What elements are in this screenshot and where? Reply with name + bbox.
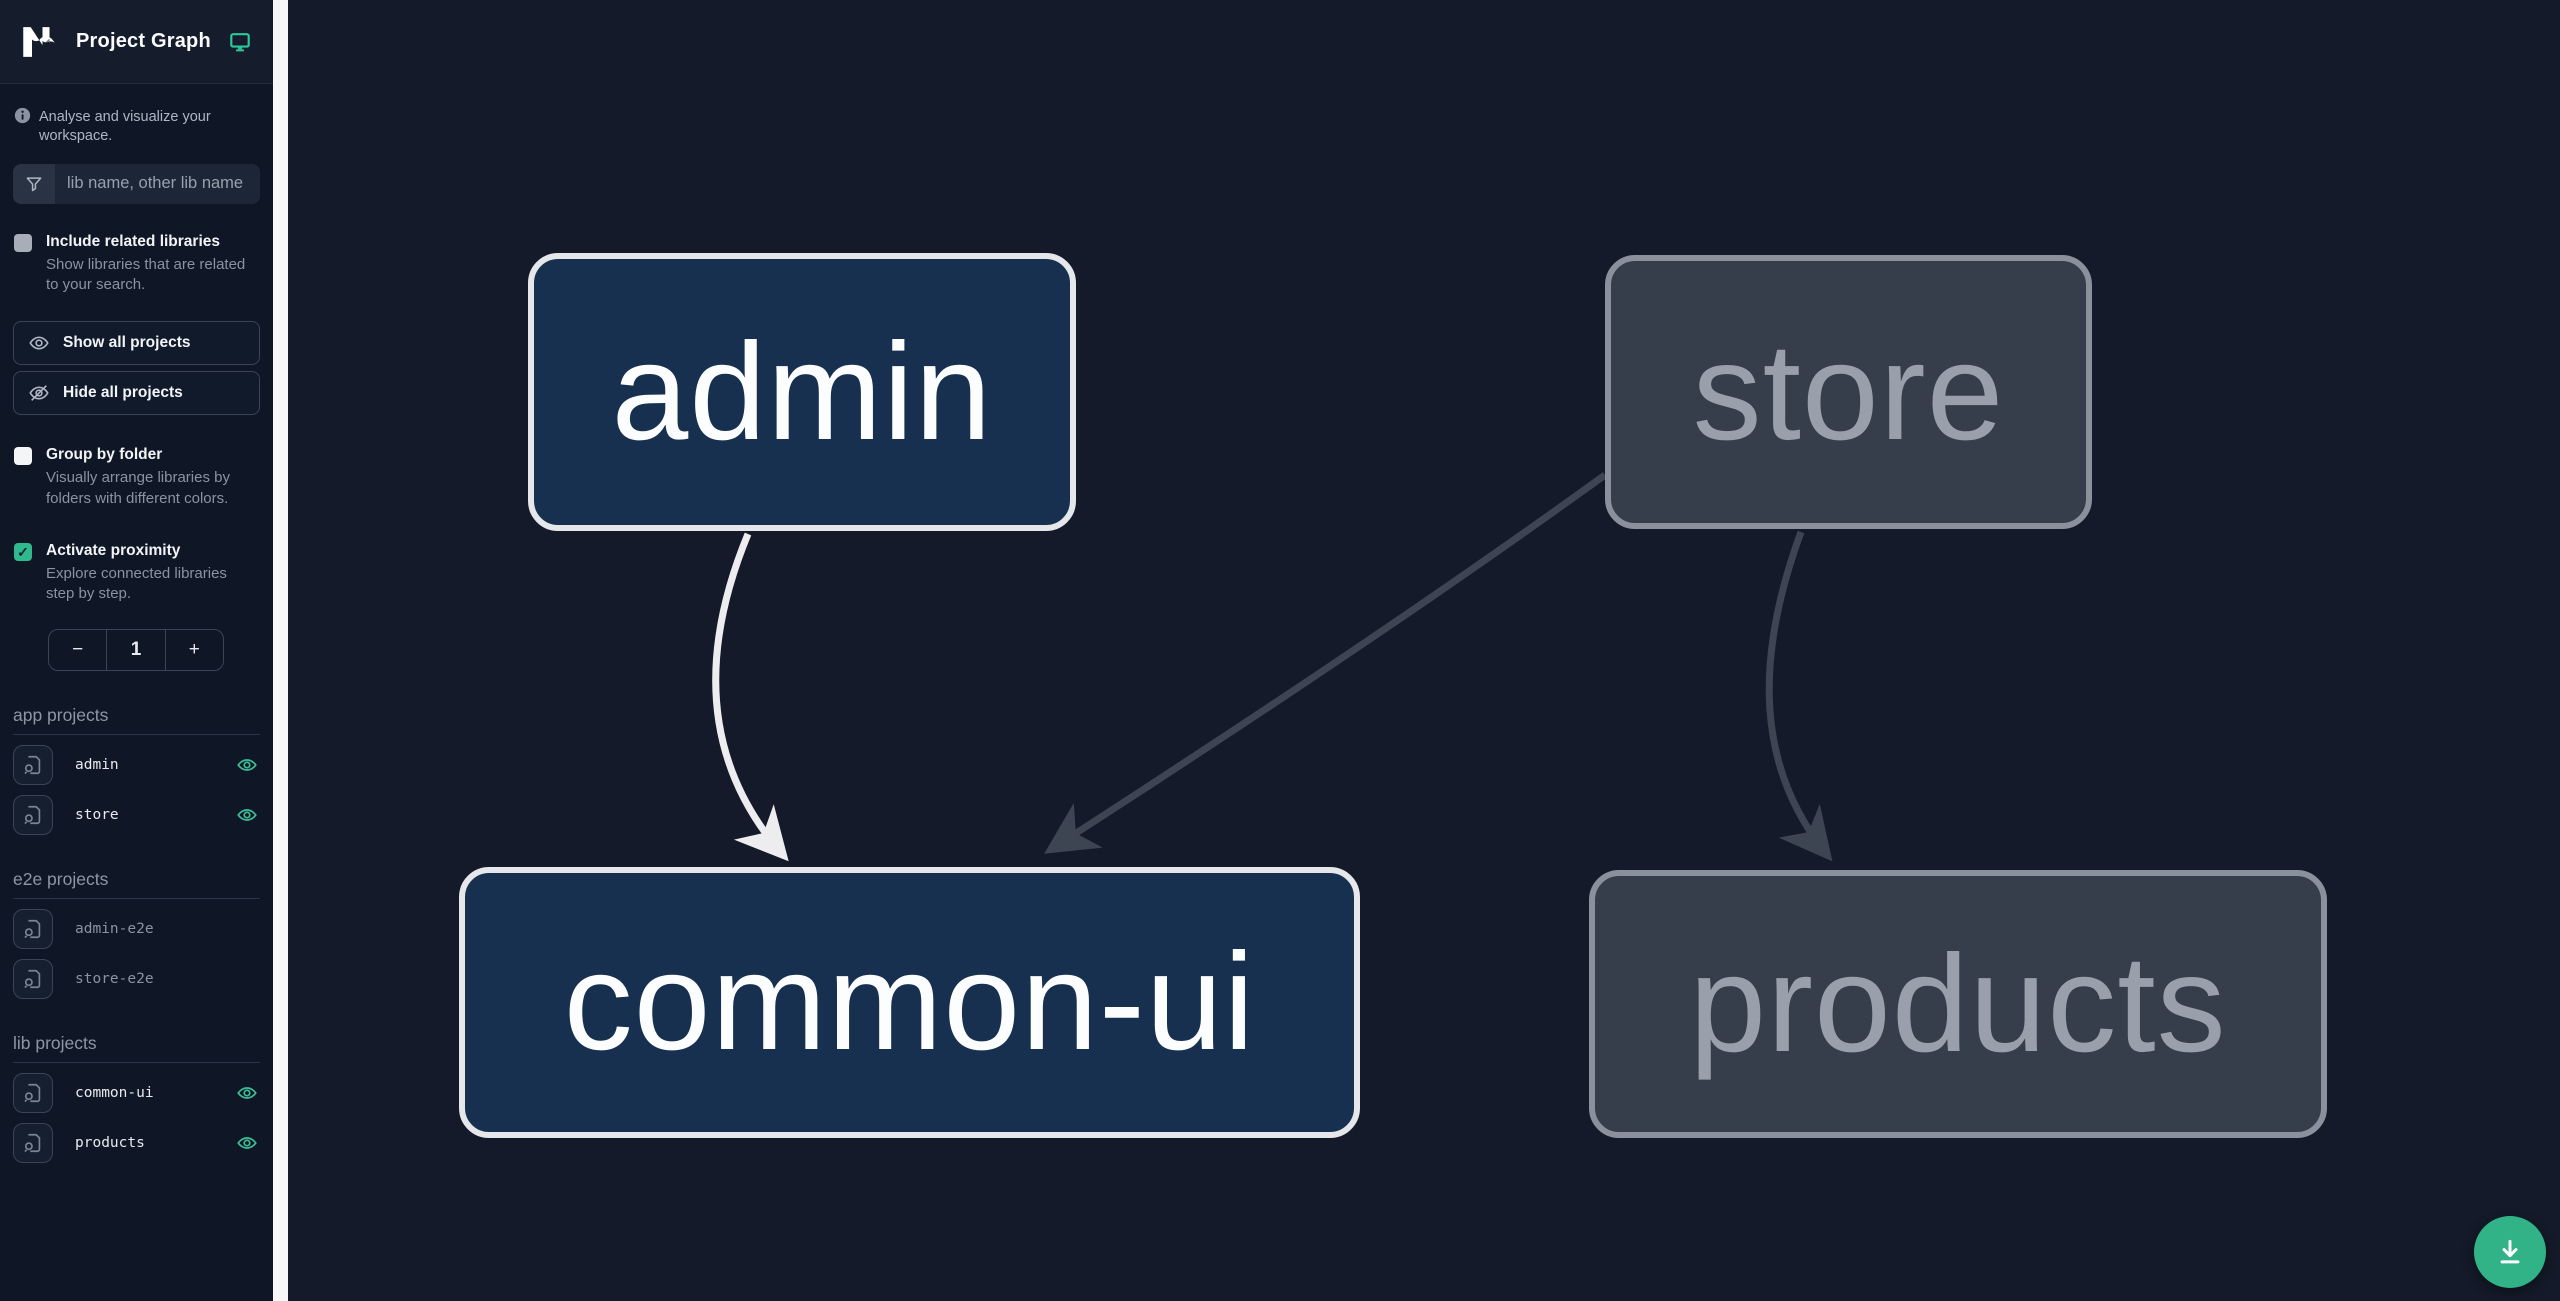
filter-input[interactable] [55, 163, 260, 204]
toggle-visibility-eye-icon[interactable] [234, 802, 260, 828]
project-row-products: products [13, 1122, 260, 1163]
activate-proximity-checkbox[interactable]: ✓ [14, 542, 32, 561]
sidebar-resize-divider[interactable] [273, 0, 288, 1301]
graph-node-admin[interactable]: admin [528, 253, 1076, 531]
document-magnifier-icon [24, 1133, 41, 1152]
hide-all-projects-button[interactable]: Hide all projects [13, 371, 260, 416]
proximity-stepper: − 1 + [48, 628, 224, 671]
project-row-store-e2e: store-e2e [13, 958, 260, 999]
info-icon [14, 107, 31, 124]
show-all-label: Show all projects [63, 334, 191, 352]
option-description: Show libraries that are related to your … [46, 255, 246, 294]
project-row-common-ui: common-ui [13, 1072, 260, 1113]
project-row-store: store [13, 794, 260, 835]
edge-store-products [1765, 530, 1833, 862]
sidebar: Project Graph Analyse and visualize your… [0, 0, 273, 1301]
graph-node-common-ui[interactable]: common-ui [459, 867, 1360, 1138]
option-description: Visually arrange libraries by folders wi… [46, 469, 230, 507]
project-row-admin-e2e: admin-e2e [13, 908, 260, 949]
option-include-related[interactable]: ✓ Include related libraries Show librari… [0, 224, 273, 306]
proximity-decrement-button[interactable]: − [72, 638, 84, 660]
focus-project-button[interactable] [13, 1122, 53, 1163]
graph-edges [712, 472, 1833, 862]
option-group-by-folder[interactable]: ✓ Group by folder Visually arrange libra… [0, 437, 273, 519]
project-name: common-ui [75, 1084, 154, 1101]
filter-icon [13, 163, 55, 204]
document-magnifier-icon [24, 969, 41, 988]
graph-node-products[interactable]: products [1589, 870, 2327, 1138]
option-activate-proximity[interactable]: ✓ Activate proximity Explore connected l… [0, 533, 273, 615]
option-label: Group by folder [46, 446, 163, 464]
sidebar-header: Project Graph [0, 0, 273, 84]
proximity-increment-button[interactable]: + [188, 638, 200, 660]
monitor-icon[interactable] [229, 31, 251, 53]
focus-project-button[interactable] [13, 794, 53, 835]
toggle-visibility-eye-icon[interactable] [234, 1080, 260, 1106]
tagline-row: Analyse and visualize your workspace. [0, 98, 273, 160]
graph-canvas[interactable]: admin store common-ui products [288, 0, 2560, 1301]
graph-node-store[interactable]: store [1605, 255, 2092, 529]
focus-project-button[interactable] [13, 1072, 53, 1113]
option-label: Include related libraries [46, 232, 221, 250]
document-magnifier-icon [24, 1083, 41, 1102]
nx-logo [23, 26, 55, 57]
proximity-value: 1 [106, 629, 166, 670]
focus-project-button[interactable] [13, 744, 53, 785]
section-header-lib-projects: lib projects [13, 1033, 260, 1063]
focus-project-button[interactable] [13, 958, 53, 999]
include-related-checkbox[interactable]: ✓ [14, 233, 32, 252]
page-title: Project Graph [76, 30, 211, 52]
project-name: store [75, 806, 119, 823]
document-magnifier-icon [24, 755, 41, 774]
document-magnifier-icon [24, 919, 41, 938]
project-name: admin [75, 756, 119, 773]
hide-all-label: Hide all projects [63, 384, 183, 402]
edge-admin-common-ui [712, 532, 789, 862]
project-name: admin-e2e [75, 920, 154, 937]
section-header-e2e-projects: e2e projects [13, 869, 260, 899]
tagline-text: Analyse and visualize your workspace. [39, 109, 211, 144]
project-name: store-e2e [75, 970, 154, 987]
project-row-admin: admin [13, 744, 260, 785]
focus-project-button[interactable] [13, 908, 53, 949]
filter-box [13, 163, 260, 204]
option-label: Activate proximity [46, 541, 181, 559]
document-magnifier-icon [24, 805, 41, 824]
edge-store-common-ui [1044, 472, 1608, 854]
toggle-visibility-eye-icon[interactable] [234, 1130, 260, 1156]
download-graph-button[interactable] [2474, 1216, 2546, 1288]
eye-icon [29, 336, 49, 350]
toggle-visibility-eye-icon[interactable] [234, 752, 260, 778]
download-icon [2500, 1239, 2520, 1264]
sidebar-body: Analyse and visualize your workspace. ✓ … [0, 84, 273, 1301]
show-all-projects-button[interactable]: Show all projects [13, 321, 260, 366]
section-header-app-projects: app projects [13, 705, 260, 735]
project-name: products [75, 1134, 145, 1151]
group-by-folder-checkbox[interactable]: ✓ [14, 447, 32, 466]
eye-off-icon [29, 385, 49, 402]
option-description: Explore connected libraries step by step… [46, 565, 227, 603]
